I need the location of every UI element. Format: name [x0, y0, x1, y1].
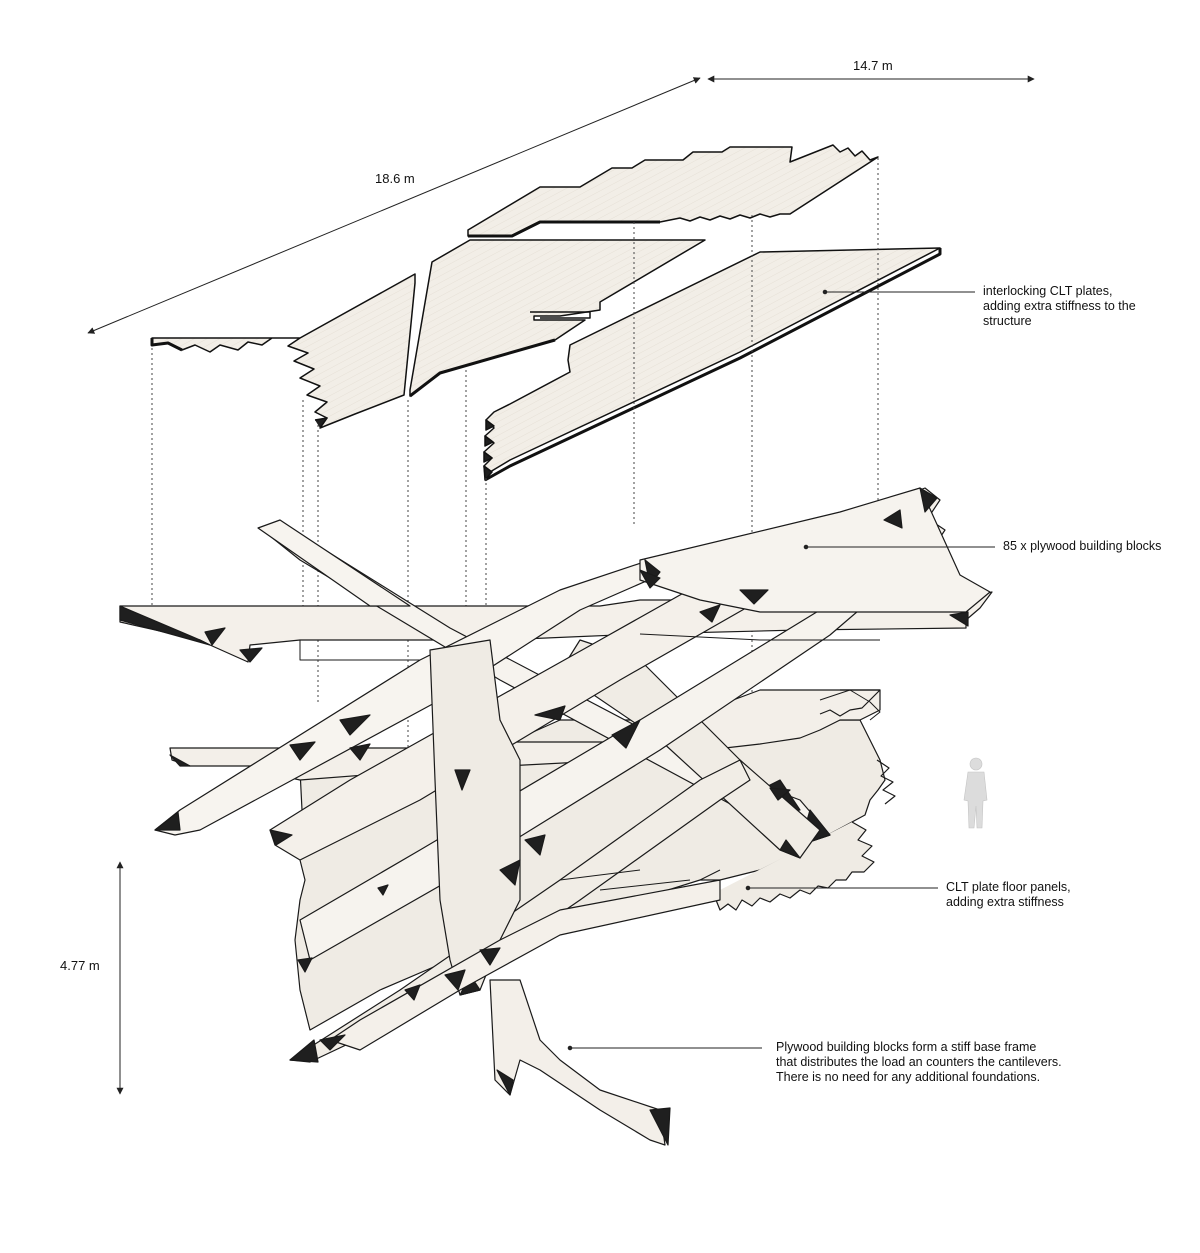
- clt-plate-right: [483, 247, 941, 476]
- dimension-length-line: [87, 77, 701, 334]
- clt-plates-group: [150, 144, 942, 482]
- clt-plate-top-strip: [467, 144, 879, 237]
- annotation-clt-plates-line-3: structure: [983, 314, 1032, 328]
- annotation-floor-panels-line-1: CLT plate floor panels,: [946, 880, 1071, 894]
- human-scale-figure: [963, 757, 988, 829]
- annotation-clt-plates: interlocking CLT plates, adding extra st…: [983, 284, 1136, 329]
- annotation-clt-plates-line-2: adding extra stiffness to the: [983, 299, 1136, 313]
- annotation-base-frame-line-2: that distributes the load an counters th…: [776, 1055, 1062, 1069]
- annotation-base-frame-line-3: There is no need for any additional foun…: [776, 1070, 1041, 1084]
- plywood-structure: [119, 487, 993, 1146]
- dimension-length-label: 18.6 m: [375, 171, 415, 186]
- annotation-base-frame: Plywood building blocks form a stiff bas…: [776, 1040, 1062, 1085]
- annotation-floor-panels-line-2: adding extra stiffness: [946, 895, 1064, 909]
- dimension-height-label: 4.77 m: [60, 958, 100, 973]
- annotation-base-frame-line-1: Plywood building blocks form a stiff bas…: [776, 1040, 1037, 1054]
- annotation-floor-panels: CLT plate floor panels, adding extra sti…: [946, 880, 1071, 910]
- plywood-post-lower: [489, 979, 666, 1146]
- plywood-upper-left-diagonal: [257, 519, 411, 607]
- annotation-leaders: [567, 289, 995, 1051]
- dimension-width-label: 14.7 m: [853, 58, 893, 73]
- annotation-plywood-blocks: 85 x plywood building blocks: [1003, 539, 1161, 554]
- annotation-plywood-blocks-line-1: 85 x plywood building blocks: [1003, 539, 1162, 553]
- plywood-upper-right-boards: [639, 487, 991, 613]
- annotation-clt-plates-line-1: interlocking CLT plates,: [983, 284, 1113, 298]
- plywood-base-diagonal: [329, 879, 721, 1051]
- clt-plate-left: [151, 273, 416, 429]
